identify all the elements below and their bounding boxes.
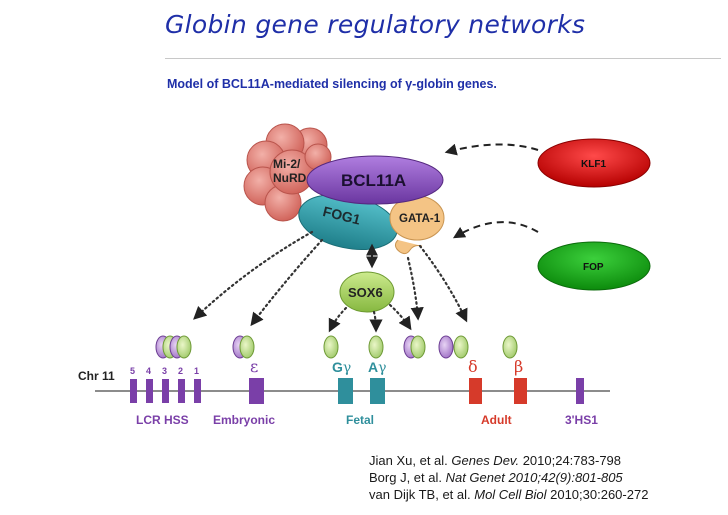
hs5-label: 5 [130,366,135,376]
reference-1: Jian Xu, et al. Genes Dev. 2010;24:783-7… [369,452,648,469]
reference-3-citation: 2010;30:260-272 [546,487,649,502]
gata1-protein: GATA-1 [389,195,445,255]
a-gamma-a: A [368,359,378,375]
3hs1-site [576,378,584,404]
bcl11a-protein: BCL11A [306,155,444,205]
fop-to-complex-arrow [452,221,539,239]
hs4-label: 4 [146,366,151,376]
slide-subtitle: Model of BCL11A-mediated silencing of γ-… [167,77,497,91]
fop-regulator: FOP [537,241,651,291]
reference-2-journal: Nat Genet 2010;42(9):801-805 [445,470,623,485]
reference-1-authors: Jian Xu, et al. [369,453,452,468]
delta-label: δ [468,357,478,376]
arrow-to-adult-1 [388,303,412,331]
gata1-label: GATA-1 [399,213,441,225]
fop-label: FOP [583,262,604,273]
title-divider [165,58,721,59]
hs1-label: 1 [194,366,199,376]
arrow-to-lcr [193,230,314,320]
svg-text:Aγ: Aγ [368,359,387,376]
reference-3: van Dijk TB, et al. Mol Cell Biol 2010;3… [369,486,648,503]
reference-3-journal: Mol Cell Biol [474,487,547,502]
epsilon-label: ε [250,357,258,376]
adult-genes: δ β [468,357,527,404]
adult-label: Adult [481,413,512,427]
nurd-label: NuRD [273,171,307,185]
embryonic-label: Embryonic [213,413,275,427]
mi2-label: Mi-2/ [273,157,301,171]
fetal-genes: Gγ Aγ [332,359,387,404]
reference-1-journal: Genes Dev. [451,453,520,468]
arrow-to-fetal-a [369,310,383,333]
hs2-label: 2 [178,366,183,376]
arrow-to-fetal-g [328,306,348,333]
sox6-label: SOX6 [348,285,383,300]
bcl11a-label: BCL11A [341,171,406,190]
reference-3-authors: van Dijk TB, et al. [369,487,475,502]
chromatin-ovals [155,335,518,359]
svg-text:Gγ: Gγ [332,359,351,376]
reference-1-citation: 2010;24:783-798 [519,453,622,468]
regulator-arrows [444,143,539,239]
fog1-protein: FOG1 [298,194,398,250]
a-gamma-symbol: γ [378,360,386,376]
klf1-label: KLF1 [581,159,606,170]
reference-2: Borg J, et al. Nat Genet 2010;42(9):801-… [369,469,648,486]
lcr-hss-label: LCR HSS [136,413,189,427]
sox6-protein: SOX6 [339,271,395,313]
klf1-to-bcl11a-arrow [444,143,539,156]
3hs1-label: 3'HS1 [565,413,598,427]
hs3-label: 3 [162,366,167,376]
klf1-regulator: KLF1 [537,138,651,188]
arrow-to-embryonic [250,238,324,327]
silencing-arrows [193,230,468,333]
references: Jian Xu, et al. Genes Dev. 2010;24:783-7… [369,452,648,503]
lcr-hss-sites: 5 4 3 2 1 [130,366,201,403]
g-gamma-symbol: γ [343,360,351,376]
arrow-to-adult-3 [418,244,468,323]
g-gamma-g: G [332,359,343,375]
chr11-label: Chr 11 [78,369,115,383]
embryonic-gene: ε [249,357,264,404]
beta-label: β [514,357,523,376]
fetal-label: Fetal [346,413,374,427]
reference-2-authors: Borg J, et al. [369,470,446,485]
arrow-to-adult-2 [406,256,424,321]
slide-title: Globin gene regulatory networks [165,10,586,39]
